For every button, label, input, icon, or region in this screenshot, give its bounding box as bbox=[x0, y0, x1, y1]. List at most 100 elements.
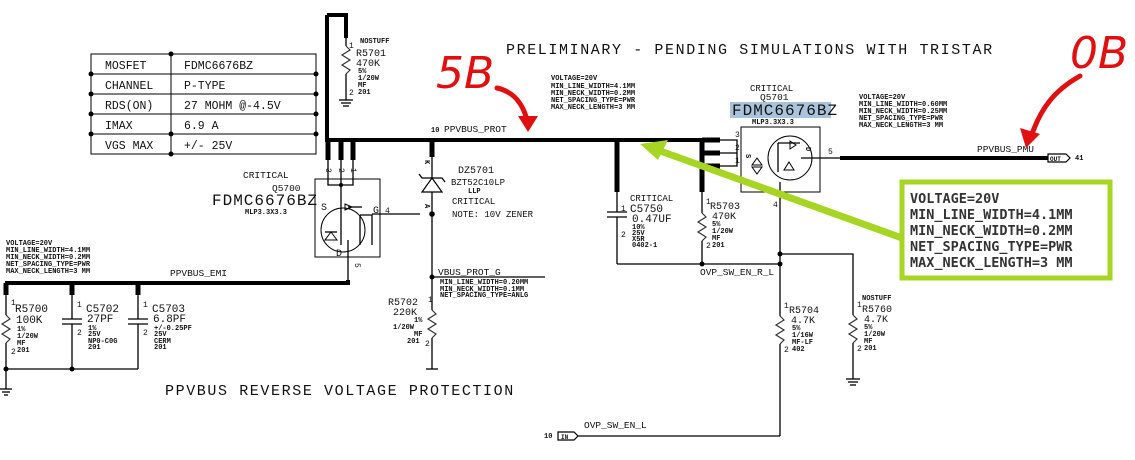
r5704-size-label: 402 bbox=[792, 346, 805, 354]
dz5701-pin-k-label: K bbox=[422, 160, 430, 165]
dz5701-tag-label: CRITICAL bbox=[452, 197, 495, 207]
spec-value: 27 MOHM @-4.5V bbox=[184, 100, 281, 113]
r5704-tol-label: 5% bbox=[792, 325, 801, 333]
sheet-title: PRELIMINARY - PENDING SIMULATIONS WITH T… bbox=[506, 42, 994, 59]
capacitor-c5703[interactable]: 1 2 C5703 6.8PF +/-0.25PF 25V CERM 201 bbox=[128, 283, 192, 369]
r5701-ref-label: R5701 bbox=[356, 49, 386, 60]
pins-d-label: D bbox=[803, 147, 811, 151]
vbus-prot-g-name-label: VBUS_PROT_G bbox=[438, 267, 501, 278]
c5750-value-label: 0.47UF bbox=[632, 214, 672, 226]
c5702-type-label: NP0-C0G bbox=[88, 338, 117, 346]
pmu-4-label: MAX_NECK_LENGTH=3 MM bbox=[859, 122, 943, 130]
red-annotation-0b: 0B bbox=[1020, 28, 1128, 148]
q5700-part: FDMC6676BZ bbox=[212, 192, 318, 210]
net-ovp-sw-en-r-l[interactable]: OVP_SW_EN_R_L bbox=[700, 253, 854, 315]
spec-value: FDMC6676BZ bbox=[184, 60, 253, 73]
resistor-r5760[interactable]: NOSTUFF 1 2 R5760 4.7K 5% 1/20W MF 201 bbox=[846, 295, 892, 386]
r5760-pin2-label: 2 bbox=[857, 345, 862, 354]
net-ovp-sw-en-l[interactable]: IN 10 OVP_SW_EN_L bbox=[544, 420, 780, 441]
annotations-red-label-1-label: 5B bbox=[436, 48, 494, 99]
c5750-type-label: X5R bbox=[632, 236, 645, 244]
r5760-size-label: 201 bbox=[864, 345, 877, 353]
r5702-ref-label: R5702 bbox=[388, 298, 418, 309]
r5704-type-label: MF-LF bbox=[792, 339, 813, 347]
r5760-value-label: 4.7K bbox=[864, 315, 888, 326]
resistor-r5701[interactable]: NOSTUFF 1 2 R5701 470K 5% 1/20W MF 201 bbox=[339, 38, 389, 107]
c5702-volt-label: 25V bbox=[88, 331, 101, 339]
r5702-power-label: 1/20W bbox=[393, 324, 415, 332]
in-port[interactable] bbox=[557, 431, 579, 441]
r5700-type-label: MF bbox=[17, 340, 25, 348]
c5750-size-label: 0402-1 bbox=[632, 242, 657, 250]
q5700-tag-label: CRITICAL bbox=[243, 170, 289, 181]
ppvbus-pmu-name-label: PPVBUS_PMU bbox=[977, 144, 1034, 155]
resistor-r5704[interactable]: 1 2 R5704 4.7K 5% 1/16W MF-LF 402 bbox=[774, 254, 819, 436]
pins-p1-label: 1 bbox=[348, 168, 357, 173]
pins-d-label: D bbox=[336, 249, 342, 260]
spec-param: VGS MAX bbox=[105, 140, 153, 153]
out-port[interactable] bbox=[1047, 153, 1071, 163]
green-callout: VOLTAGE=20V MIN_LINE_WIDTH=4.1MM MIN_NEC… bbox=[640, 140, 1113, 281]
r5700-power-label: 1/20W bbox=[17, 333, 39, 341]
prot-0-label: VOLTAGE=20V bbox=[551, 75, 598, 83]
q5701-ref-label: Q5701 bbox=[760, 92, 789, 103]
prot-1-label: MIN_LINE_WIDTH=4.1MM bbox=[551, 83, 635, 91]
pmu-2-label: MIN_NECK_WIDTH=0.25MM bbox=[859, 108, 947, 116]
r5702-pin2-label: 2 bbox=[425, 340, 430, 349]
r5760-pin1-label: 1 bbox=[857, 301, 862, 310]
prot-2-label: MIN_NECK_WIDTH=0.2MM bbox=[551, 90, 635, 98]
section-title: PPVBUS REVERSE VOLTAGE PROTECTION bbox=[165, 383, 515, 400]
pmu-1-label: MIN_LINE_WIDTH=0.60MM bbox=[859, 101, 947, 109]
r5702-tol-label: 1% bbox=[414, 317, 423, 325]
r5700-ref-label: R5700 bbox=[15, 304, 48, 316]
net-label-ppvbus-prot: PPVBUS_PROT bbox=[444, 124, 507, 135]
pins-p4-label: 4 bbox=[385, 207, 390, 216]
ovp-sw-en-l-port-label: IN bbox=[561, 434, 569, 441]
zener-dz5701[interactable]: K A DZ5701 BZT52C10LP LLP CRITICAL NOTE:… bbox=[418, 140, 534, 288]
c5703-size-label: 201 bbox=[154, 344, 167, 352]
c5703-volt-label: 25V bbox=[154, 331, 167, 339]
r5703-type-label: MF bbox=[712, 235, 720, 243]
spec-table: MOSFET FDMC6676BZ CHANNEL P-TYPE RDS(ON)… bbox=[88, 51, 319, 157]
pins-s-label: S bbox=[321, 203, 327, 214]
gate-2-label: NET_SPACING_TYPE=ANLG bbox=[440, 292, 528, 300]
r5701-value-label: 470K bbox=[356, 59, 380, 70]
gate-0-label: MIN_LINE_WIDTH=0.20MM bbox=[440, 279, 528, 287]
green-callout-0-label: VOLTAGE=20V bbox=[910, 191, 999, 207]
c5750-tol-label: 10% bbox=[632, 224, 645, 232]
mosfet-q5701[interactable]: 3 2 1 S D 5 4 CRITICAL Q5701 FDMC6676BZ … bbox=[699, 84, 850, 254]
mosfet-q5700[interactable]: 3 2 1 S G D 4 5 CRITICAL Q5700 FDMC6676B… bbox=[212, 140, 420, 282]
green-callout-4-label: MAX_NECK_LENGTH=3 MM bbox=[910, 255, 1073, 271]
r5700-value-label: 100K bbox=[16, 315, 43, 327]
net-ppvbus-pmu[interactable]: PPVBUS_PMU OUT 41 bbox=[840, 144, 1083, 163]
capacitor-c5750[interactable]: 1 2 CRITICAL C5750 0.47UF 10% 25V X5R 04… bbox=[607, 140, 780, 265]
r5703-pin1-label: 1 bbox=[706, 198, 711, 207]
r5702-type-label: MF bbox=[414, 331, 422, 339]
resistor-r5703[interactable]: 1 2 R5703 470K 5% 1/20W MF 201 bbox=[696, 140, 783, 267]
net-vbus-prot-g[interactable]: VBUS_PROT_G MIN_LINE_WIDTH=0.20MM MIN_NE… bbox=[429, 267, 546, 300]
label-label: 10 bbox=[431, 127, 439, 135]
r5704-pin1-label: 1 bbox=[784, 302, 789, 311]
r5704-pin2-label: 2 bbox=[784, 346, 789, 355]
green-callout-1-label: MIN_LINE_WIDTH=4.1MM bbox=[910, 207, 1073, 223]
r5703-tol-label: 5% bbox=[712, 221, 721, 229]
pins-g-label: G bbox=[373, 206, 379, 217]
ovp-sw-en-r-l-name-label: OVP_SW_EN_R_L bbox=[700, 267, 774, 278]
capacitor-c5702[interactable]: 1 2 C5702 27PF 1% 25V NP0-C0G 201 bbox=[6, 283, 138, 372]
red-annotation-5b: 5B bbox=[436, 48, 538, 132]
r5702-size-label: 201 bbox=[407, 338, 420, 346]
pins-p2-label: 2 bbox=[735, 144, 740, 153]
r5704-ref-label: R5704 bbox=[789, 306, 819, 317]
resistor-r5702[interactable]: 1 2 R5702 220K 1% 1/20W MF 201 bbox=[388, 288, 438, 370]
net-ppvbus-emi[interactable]: PPVBUS_EMI bbox=[5, 268, 350, 285]
c5703-value-label: 6.8PF bbox=[153, 314, 186, 326]
spec-param: IMAX bbox=[105, 120, 133, 133]
emi-1-label: MIN_LINE_WIDTH=4.1MM bbox=[6, 247, 90, 255]
c5702-size-label: 201 bbox=[88, 344, 101, 352]
c5703-pin1-label: 1 bbox=[143, 301, 148, 310]
r5700-size-label: 201 bbox=[17, 347, 30, 355]
resistor-r5700[interactable]: 1 2 R5700 100K 1% 1/20W MF 201 bbox=[0, 283, 48, 396]
ovp-sw-en-l-page-ref-label: 10 bbox=[544, 433, 552, 441]
q5700-ref-label: Q5700 bbox=[272, 183, 301, 194]
